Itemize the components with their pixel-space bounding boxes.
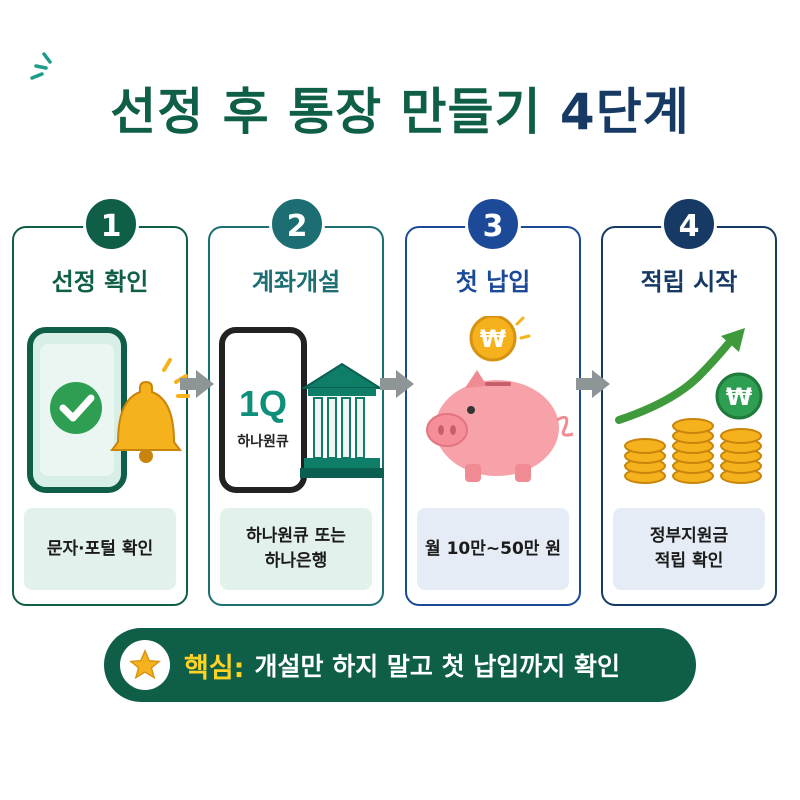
step-2-description: 하나원큐 또는 하나은행	[220, 508, 372, 590]
step-3-card: 첫 납입 ₩ 월 10만~50만 원	[405, 226, 581, 606]
step-1-card: 선정 확인 문자·포털 확인	[12, 226, 190, 606]
arrow-right-icon	[180, 370, 214, 398]
key-message-text: 개설만 하지 말고 첫 납입까지 확인	[254, 652, 621, 681]
star-icon	[120, 640, 170, 690]
key-message-bar: 핵심: 개설만 하지 말고 첫 납입까지 확인	[104, 628, 696, 702]
step-4-title: 적립 시작	[640, 268, 738, 296]
phone-check-bell-icon	[27, 327, 190, 493]
step-4-description: 정부지원금 적립 확인	[613, 508, 765, 590]
step-2-title: 계좌개설	[251, 268, 341, 296]
coin-symbol: ₩	[726, 383, 753, 411]
step-1-title: 선정 확인	[51, 268, 149, 296]
app-name-text: 하나원큐	[237, 433, 289, 450]
step-3-title: 첫 납입	[455, 268, 531, 296]
key-message-label: 핵심:	[184, 652, 245, 684]
step-3-description: 월 10만~50만 원	[417, 508, 569, 590]
page-title: 선정 후 통장 만들기 4단계	[0, 72, 800, 144]
app-logo-text: 1Q	[239, 383, 287, 424]
step-2-number-badge: 2	[269, 196, 325, 252]
step-3-number-badge: 3	[465, 196, 521, 252]
coin-stacks-growth-icon: ₩	[615, 328, 763, 484]
title-main: 선정 후 통장 만들기	[110, 83, 542, 141]
step-4-card: 적립 시작 ₩ 정부지원금 적립 확인	[601, 226, 777, 606]
coin-symbol: ₩	[480, 325, 507, 353]
sparkle-lines-icon	[30, 52, 52, 80]
arrow-right-icon	[576, 370, 610, 398]
step-2-card: 계좌개설 1Q 하나원큐 하나원큐 또는 하나은행	[208, 226, 384, 606]
piggy-bank-coin-icon: ₩	[426, 316, 574, 482]
title-accent: 4단계	[559, 83, 690, 141]
step-1-number-badge: 1	[83, 196, 139, 252]
step-4-number-badge: 4	[661, 196, 717, 252]
phone-bank-building-icon: 1Q 하나원큐	[219, 327, 384, 493]
step-1-description: 문자·포털 확인	[24, 508, 176, 590]
arrow-right-icon	[380, 370, 414, 398]
